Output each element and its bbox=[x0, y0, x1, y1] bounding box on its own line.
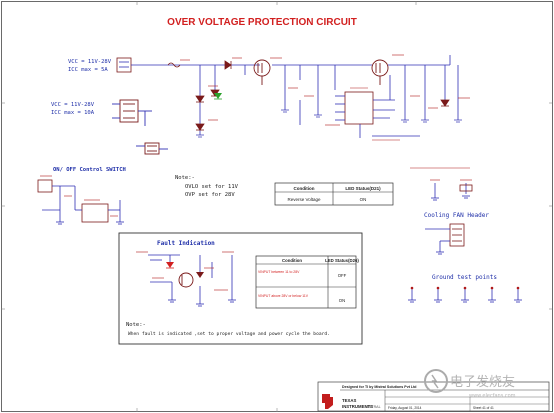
title-block-date: Friday, August 01, 2014 bbox=[388, 406, 422, 410]
input-b-current: ICC max = 10A bbox=[51, 110, 95, 116]
fault-title: Fault Indication bbox=[157, 240, 215, 247]
note-top-ovp: OVP set for 28V bbox=[185, 192, 235, 198]
ground-test-points bbox=[408, 289, 522, 303]
net-labels-right bbox=[410, 167, 472, 181]
fault-transistor bbox=[178, 272, 194, 288]
table-fault-header-led: LED Status(D26) bbox=[325, 258, 359, 263]
mosfet-q2 bbox=[371, 59, 389, 85]
title-block-designed: Designed for TI by Mistral Solutions Pvt… bbox=[342, 385, 416, 389]
onoff-switch-circuit bbox=[37, 179, 124, 225]
table-top-header-led: LED Status(D21) bbox=[345, 186, 381, 191]
input-b-voltage: VCC = 11V-28V bbox=[51, 102, 95, 108]
fan-power-connector bbox=[136, 142, 168, 155]
fan-header-title: Cooling FAN Header bbox=[424, 212, 489, 219]
table-fault-row1-condition: VINPUT between 11 to 28V bbox=[258, 270, 300, 274]
table-top-cell-led: ON bbox=[360, 197, 367, 202]
note-bottom-heading: Note:- bbox=[126, 322, 146, 328]
ground-test-point-marks bbox=[410, 286, 520, 290]
schematic-title: OVER VOLTAGE PROTECTION CIRCUIT bbox=[167, 17, 357, 28]
title-block-company-line1: TEXAS bbox=[342, 398, 356, 403]
fault-indication-box: Fault Indication bbox=[118, 232, 363, 345]
ground-symbols-main bbox=[196, 109, 462, 138]
table-top-header-condition: Condition bbox=[294, 186, 315, 191]
watermark: 电子发烧友 www.elecfans.com bbox=[424, 369, 516, 399]
right-mid-circuit bbox=[431, 183, 473, 201]
led-d26 bbox=[166, 262, 204, 278]
note-top-ovlo: OVLO set for 11V bbox=[185, 184, 239, 190]
fan-header-connector bbox=[425, 223, 465, 255]
fault-circuit bbox=[148, 254, 236, 307]
input-fuse bbox=[167, 60, 232, 70]
input-a-current: ICC max = 5A bbox=[68, 67, 108, 73]
table-fault-header-condition: Condition bbox=[282, 258, 302, 263]
watermark-text: 电子发烧友 bbox=[450, 374, 515, 390]
table-top-cell-condition: Reverse Voltage bbox=[287, 197, 321, 202]
ti-logo-icon bbox=[322, 394, 333, 409]
input-b-connector bbox=[112, 99, 152, 126]
led-d21 bbox=[214, 93, 222, 100]
mosfet-q1 bbox=[253, 59, 271, 85]
note-bottom-text: When fault is indicated ,set to proper v… bbox=[128, 331, 330, 337]
title-block-designer-logo: MISTRAL bbox=[365, 405, 381, 409]
ground-test-title: Ground test points bbox=[432, 274, 497, 281]
table-fault-row2-condition: VINPUT above 28V or below 11V bbox=[258, 294, 309, 298]
title-block-company-line2: INSTRUMENTS bbox=[342, 404, 373, 409]
onoff-switch-title: ON/ OFF Control SWITCH bbox=[53, 167, 126, 173]
condition-table-top: Condition LED Status(D21) Reverse Voltag… bbox=[274, 182, 394, 206]
title-block-sheet: Sheet 41 of 41 bbox=[473, 406, 494, 410]
table-fault-row1-led: OFF bbox=[338, 273, 347, 278]
watermark-url: www.elecfans.com bbox=[469, 393, 516, 399]
fault-reference-marks bbox=[136, 251, 234, 291]
table-fault-row2-led: ON bbox=[339, 298, 345, 303]
component-reference-marks bbox=[180, 54, 470, 141]
title-block: Designed for TI by Mistral Solutions Pvt… bbox=[317, 381, 550, 412]
main-power-rail bbox=[116, 55, 459, 138]
note-top-heading: Note:- bbox=[175, 175, 195, 181]
onoff-reference-marks bbox=[40, 175, 118, 217]
input-a-voltage: VCC = 11V-28V bbox=[68, 59, 112, 65]
